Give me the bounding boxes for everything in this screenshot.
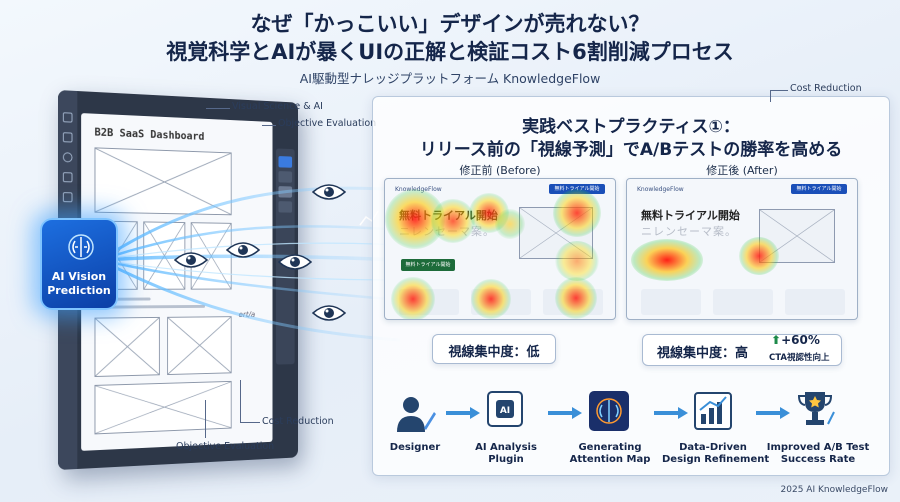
eye-icon (278, 254, 312, 270)
flow-arrow-icon (446, 407, 480, 419)
shape-tool-icon (62, 152, 73, 163)
after-hero-line1: 無料トライアル開始 (641, 209, 740, 222)
label-objective-eval-top: Objective Evaluation (278, 118, 377, 129)
label-visual-science: Visual Science & AI (232, 101, 323, 112)
ai-vision-chip: AI Vision Prediction (40, 218, 118, 310)
flow-arrow-icon (756, 407, 790, 419)
after-cta-top: 無料トライアル開始 (791, 184, 847, 194)
before-hero-line1: 無料トライアル開始 (399, 209, 498, 222)
chart-refine-icon (694, 392, 732, 430)
after-focus-badge: 視線集中度：高 ⬆+60% CTA視認性向上 (642, 333, 842, 366)
cursor-tool-icon (62, 112, 73, 123)
pen-tool-icon (62, 172, 73, 183)
brain-icon (68, 234, 94, 260)
label-cost-reduction-left: Cost Reduction (262, 416, 334, 427)
flow-label-designer: Designer (389, 442, 441, 453)
main-title-line2: 視覚科学とAIが暴くUIの正解と検証コスト6割削減プロセス (166, 40, 734, 64)
designer-icon (397, 397, 436, 432)
eye-icon (226, 242, 260, 258)
svg-text:AI: AI (500, 406, 510, 416)
improvement-value: ⬆+60% (771, 333, 820, 347)
main-title-line1: なぜ「かっこいい」デザインが売れない？ (250, 12, 650, 36)
before-focus-badge: 視線集中度：低 (432, 334, 556, 364)
chip-label-line1: AI Vision (51, 270, 107, 283)
after-brand: KnowledgeFlow (637, 186, 684, 193)
after-screenshot: KnowledgeFlow 無料トライアル開始 無料トライアル開始 ニレンセーマ… (626, 178, 858, 320)
before-brand: KnowledgeFlow (395, 186, 442, 193)
eye-icon (312, 305, 346, 321)
brain-icon (589, 391, 629, 431)
before-hero-image (519, 207, 593, 259)
flow-label-refinement: Data-Driven Design Refinement (662, 442, 770, 465)
flow-arrow-icon (548, 407, 582, 419)
before-cta-button: 無料トライアル開始 (401, 259, 455, 271)
dashboard-title: B2B SaaS Dashboard (94, 125, 205, 143)
footer-copyright: 2025 AI KnowledgeFlow (780, 485, 888, 495)
before-screenshot: KnowledgeFlow 無料トライアル開始 無料トライアル開始 ニレンセーマ… (384, 178, 616, 320)
after-caption: 修正後 (After) (706, 164, 778, 177)
subtitle: AI駆動型ナレッジプラットフォーム KnowledgeFlow (299, 71, 601, 86)
panel-title-line1: 実践ベストプラクティス①： (522, 117, 740, 137)
after-hero-image (759, 209, 835, 263)
flow-arrow-icon (654, 407, 688, 419)
flow-label-success-rate: Improved A/B Test Success Rate (766, 442, 870, 465)
after-hero-line2: ニレンセーマ案。 (641, 225, 737, 238)
before-caption: 修正前 (Before) (459, 164, 541, 177)
up-arrow-icon: ⬆ (771, 333, 782, 347)
vision-streams (100, 186, 400, 342)
label-cost-reduction-corner: Cost Reduction (790, 83, 862, 94)
frame-tool-icon (62, 132, 73, 143)
improvement-caption: CTA視認性向上 (769, 353, 830, 363)
before-hero-line2: ニレンセーマ案。 (399, 225, 495, 238)
ai-plugin-icon: AI (487, 391, 523, 427)
flow-label-ai-plugin: AI Analysis Plugin (475, 442, 537, 465)
chip-label-line2: Prediction (47, 284, 111, 297)
flow-label-attention-map: Generating Attention Map (569, 442, 651, 465)
eye-icon (174, 252, 208, 268)
trophy-icon (797, 392, 835, 425)
wireframe-footer (94, 380, 232, 435)
before-cta-top: 無料トライアル開始 (549, 184, 605, 194)
eye-icon (312, 184, 346, 200)
text-tool-icon (62, 192, 73, 203)
label-objective-eval-bottom: Objective Evaluation (176, 441, 275, 452)
panel-title-line2: リリース前の「視線予測」でA/Bテストの勝率を高める (419, 140, 843, 160)
